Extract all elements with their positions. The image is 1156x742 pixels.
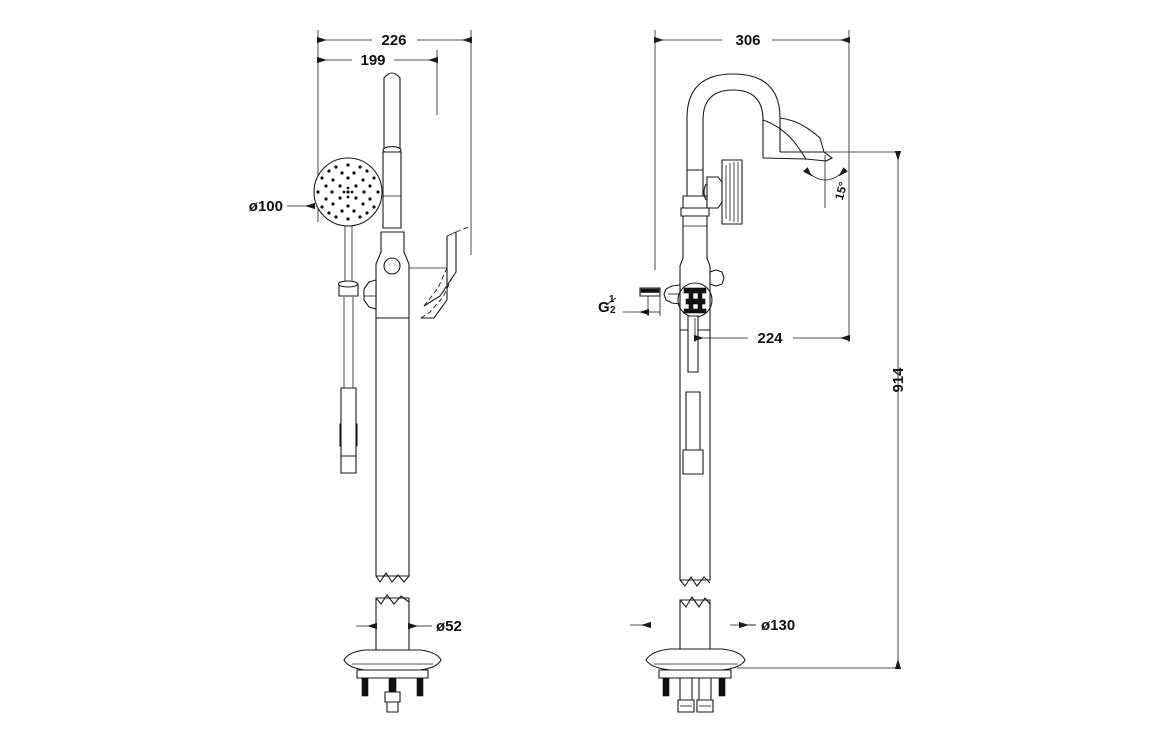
inlet-connection [639, 287, 661, 297]
riser-pipe [375, 317, 410, 653]
dimension-dia52: ø52 [356, 618, 462, 635]
gooseneck-spout [686, 73, 834, 170]
dimension-15-degree-label: 15° [832, 180, 851, 201]
spout-neck [682, 169, 708, 209]
dimension-306-label: 306 [735, 32, 760, 49]
dimension-199-label: 199 [360, 52, 385, 69]
left-view-group: 226 199 [249, 30, 472, 713]
dimension-306: 306 [654, 32, 850, 49]
dimension-dia130-label: ø130 [761, 617, 795, 634]
escutcheon-flange [703, 159, 743, 225]
valve-body-left [363, 231, 410, 319]
riser-pipe-right [679, 315, 711, 653]
g-half-numerator: 1 [609, 294, 615, 305]
right-view-group: 306 [598, 30, 907, 713]
base-plate-left [343, 649, 442, 713]
dimension-dia52-label: ø52 [436, 618, 462, 635]
dimension-g-half: G 1 2 [598, 294, 661, 316]
dimension-914-label: 914 [890, 367, 907, 393]
dimension-dia100: ø100 [249, 198, 315, 215]
dimension-224: 224 [694, 148, 850, 347]
dimension-dia100-label: ø100 [249, 198, 283, 215]
dimension-g-half-label: G [598, 299, 610, 316]
slide-rail-segment [340, 387, 357, 474]
dimension-226-label: 226 [381, 32, 406, 49]
dimension-dia130: ø130 [630, 617, 795, 634]
right-extension-lines [654, 30, 850, 270]
dimension-15-degree: 15° [803, 155, 851, 208]
dimension-224-label: 224 [757, 330, 783, 347]
shower-head-face [316, 163, 380, 221]
escutcheon-ribs [725, 162, 739, 222]
dimension-226: 226 [317, 32, 472, 49]
cross-handle [677, 282, 713, 318]
base-plate-right [645, 648, 746, 713]
dimension-914: 914 [737, 151, 907, 669]
side-spindle-knob [663, 269, 725, 305]
handset-shaft [382, 72, 402, 229]
shower-head [313, 157, 383, 227]
handset-holder-bracket [409, 225, 472, 319]
dimension-199: 199 [317, 52, 438, 69]
g-half-denominator: 2 [610, 305, 616, 316]
